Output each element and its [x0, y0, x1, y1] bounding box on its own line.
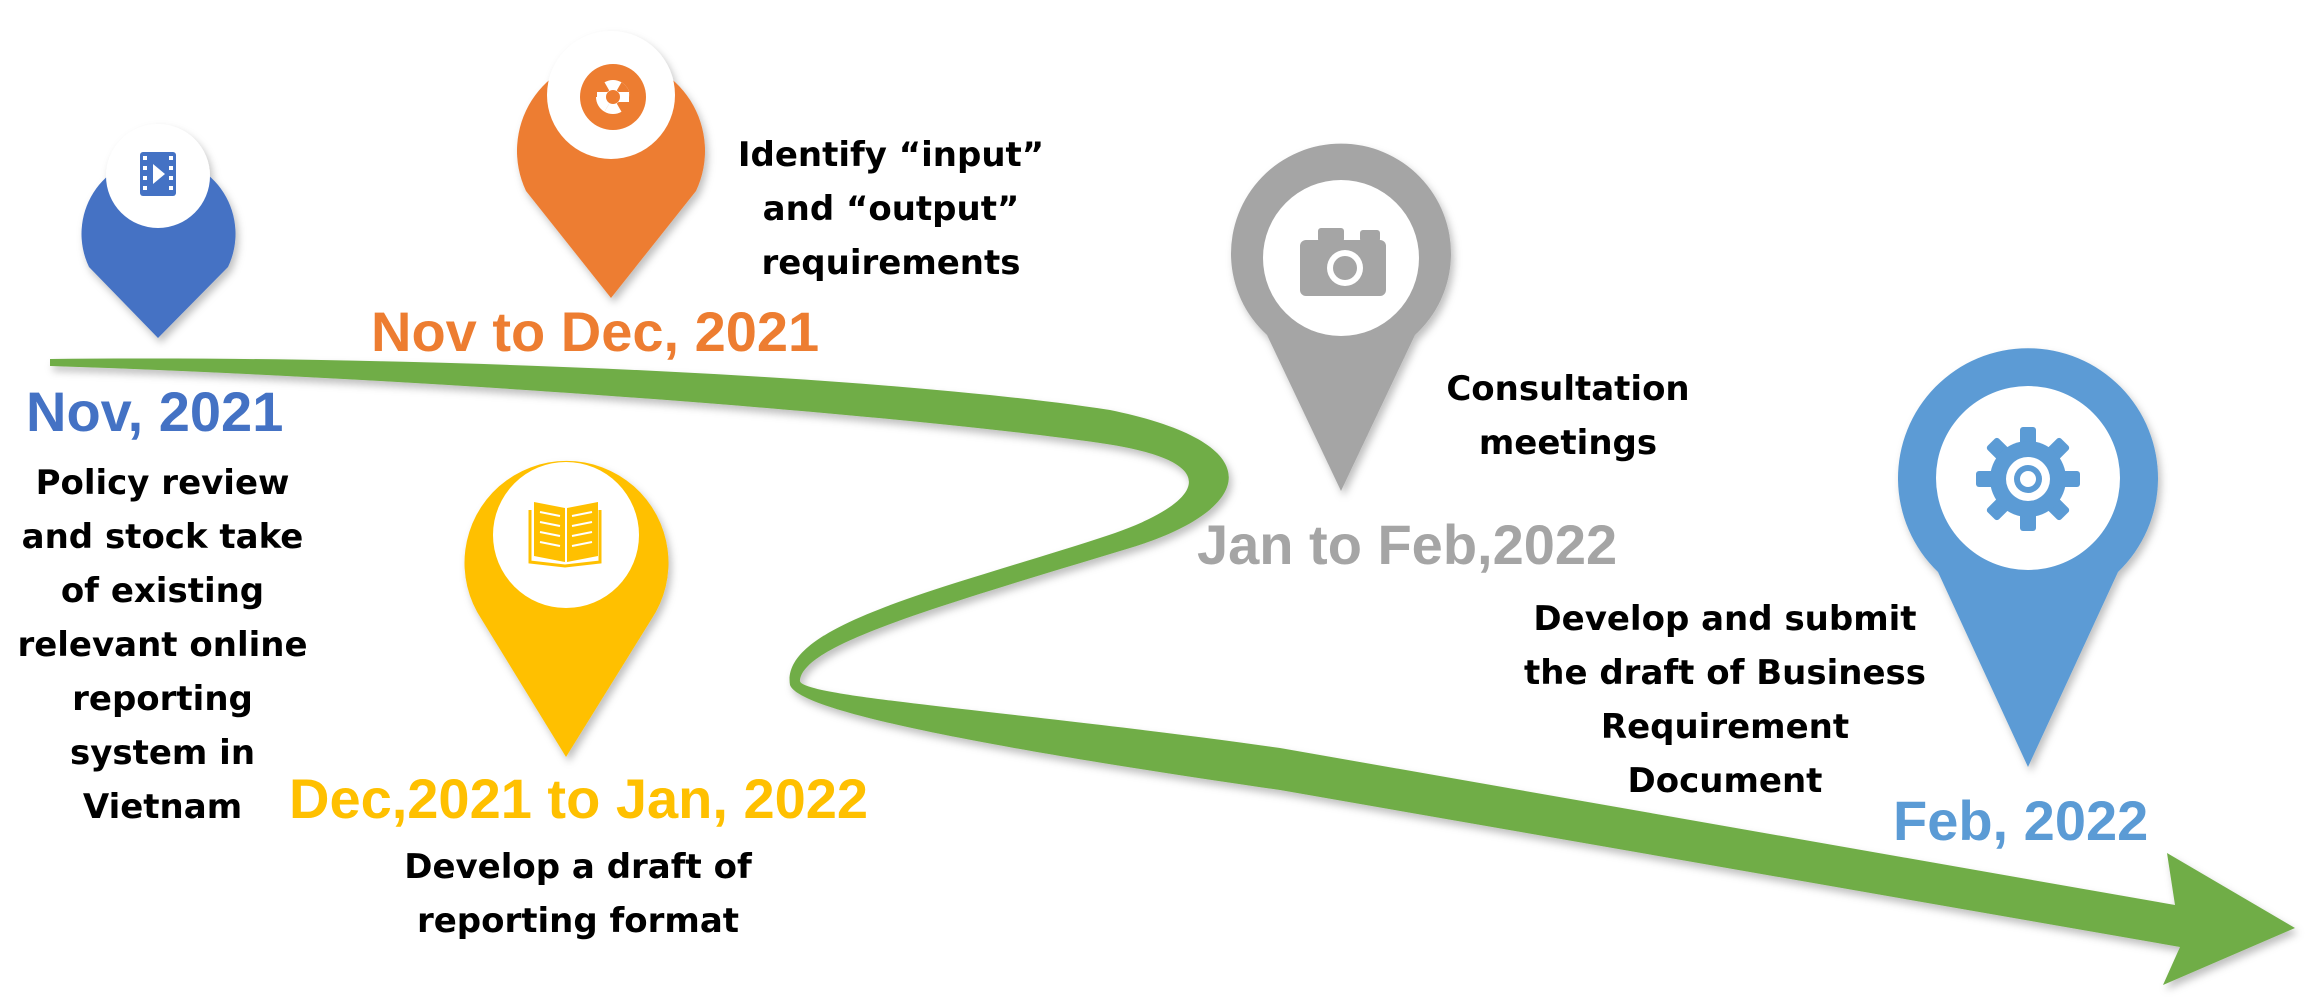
description-line: meetings	[1478, 423, 1658, 463]
camera-icon	[1300, 228, 1386, 296]
description-line: Develop and submit	[1533, 599, 1917, 639]
milestone-2-description: Identify “input” and “output” requiremen…	[711, 128, 1071, 290]
milestone-5-date: Feb, 2022	[1893, 789, 2149, 852]
description-line: and stock take	[21, 517, 304, 557]
description-line: relevant online	[17, 625, 308, 665]
description-line: system in	[69, 733, 256, 773]
description-line: Document	[1627, 761, 1823, 801]
description-line: Vietnam	[82, 787, 243, 827]
gear-icon	[1976, 427, 2080, 531]
description-line: Identify “input”	[737, 135, 1045, 175]
description-line: of existing	[60, 571, 265, 611]
film-icon	[140, 152, 176, 196]
description-line: the draft of Business	[1523, 653, 1927, 693]
description-line: Develop a draft of	[404, 847, 752, 887]
milestone-4-date: Jan to Feb,2022	[1197, 513, 1618, 576]
milestone-3-description: Develop a draft of reporting format	[378, 840, 778, 948]
pin-milestone-3	[464, 460, 669, 757]
milestone-5-description: Develop and submit the draft of Business…	[1495, 592, 1955, 808]
description-line: reporting format	[416, 901, 740, 941]
path-arrow	[50, 358, 2295, 986]
description-line: and “output”	[762, 189, 1020, 229]
milestone-2-date: Nov to Dec, 2021	[371, 300, 820, 363]
timeline-path	[50, 358, 2295, 986]
description-line: requirements	[761, 243, 1021, 283]
milestone-1-description: Policy review and stock take of existing…	[0, 456, 325, 834]
pin-milestone-2	[517, 31, 706, 298]
milestone-4-description: Consultation meetings	[1408, 362, 1728, 470]
milestone-3-date: Dec,2021 to Jan, 2022	[289, 767, 869, 830]
book-icon	[528, 502, 602, 568]
description-line: Policy review	[35, 463, 290, 503]
description-line: reporting	[72, 679, 253, 719]
description-line: Consultation	[1446, 369, 1690, 409]
milestone-1-date: Nov, 2021	[26, 380, 284, 443]
radiation-icon	[580, 64, 646, 130]
description-line: Requirement	[1600, 707, 1850, 747]
